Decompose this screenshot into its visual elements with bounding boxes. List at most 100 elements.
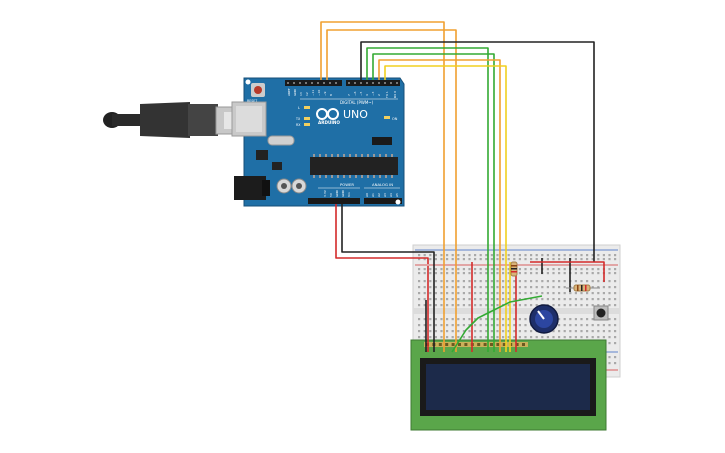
breadboard-hole: [468, 336, 471, 339]
pin-label-10: ~10: [317, 90, 321, 96]
breadboard-hole: [535, 268, 538, 271]
crystal: [267, 135, 295, 146]
breadboard-hole: [530, 336, 533, 339]
breadboard-hole: [518, 324, 521, 327]
breadboard-hole: [490, 336, 493, 339]
breadboard-hole: [434, 254, 437, 257]
breadboard-hole: [507, 292, 510, 295]
breadboard-hole: [457, 258, 460, 261]
breadboard-hole: [580, 336, 583, 339]
breadboard-hole: [580, 272, 583, 275]
breadboard-hole: [434, 318, 437, 321]
breadboard-hole: [474, 272, 477, 275]
breadboard-hole: [434, 280, 437, 283]
breadboard-hole: [614, 336, 617, 339]
breadboard-hole: [569, 336, 572, 339]
breadboard-hole: [418, 318, 421, 321]
breadboard-hole: [535, 336, 538, 339]
breadboard-hole: [474, 304, 477, 307]
breadboard-hole: [530, 254, 533, 257]
lcd-16x2[interactable]: [410, 339, 607, 431]
breadboard-hole: [524, 336, 527, 339]
breadboard-hole: [530, 286, 533, 289]
breadboard-hole: [513, 258, 516, 261]
breadboard-hole: [614, 268, 617, 271]
breadboard-hole: [608, 336, 611, 339]
breadboard-hole: [586, 318, 589, 321]
resistor-horizontal[interactable]: [566, 284, 600, 292]
breadboard-hole: [602, 258, 605, 261]
lcd-pin: [515, 343, 519, 346]
breadboard-hole: [552, 292, 555, 295]
breadboard-hole: [479, 318, 482, 321]
breadboard-hole: [614, 258, 617, 261]
breadboard-hole: [580, 268, 583, 271]
pushbutton-cap[interactable]: [596, 308, 606, 318]
breadboard-hole: [602, 298, 605, 301]
breadboard-hole: [446, 286, 449, 289]
breadboard-hole: [496, 318, 499, 321]
lcd-pin: [451, 343, 455, 346]
reset-button-cap[interactable]: [254, 86, 262, 94]
breadboard-hole: [502, 286, 505, 289]
breadboard-hole: [541, 280, 544, 283]
breadboard-hole: [485, 304, 488, 307]
breadboard-hole: [502, 268, 505, 271]
breadboard-hole: [597, 286, 600, 289]
breadboard-hole: [474, 292, 477, 295]
breadboard-hole: [530, 280, 533, 283]
lcd-pin: [490, 343, 493, 346]
wire-black-power: [341, 204, 435, 262]
breadboard-hole: [580, 318, 583, 321]
breadboard-hole: [507, 336, 510, 339]
breadboard-hole: [479, 280, 482, 283]
breadboard-hole: [524, 280, 527, 283]
breadboard-hole: [524, 292, 527, 295]
breadboard-hole: [597, 254, 600, 257]
breadboard-hole: [440, 318, 443, 321]
breadboard-hole: [479, 298, 482, 301]
breadboard-hole: [423, 286, 426, 289]
breadboard-hole: [418, 254, 421, 257]
breadboard-hole: [468, 324, 471, 327]
pin-label-a3: A3: [383, 193, 387, 197]
breadboard-hole: [558, 258, 561, 261]
breadboard-hole: [496, 330, 499, 333]
breadboard-hole: [614, 286, 617, 289]
usb-jack-inner: [236, 106, 262, 132]
breadboard-hole: [552, 286, 555, 289]
pushbutton[interactable]: [593, 305, 609, 321]
breadboard-hole: [507, 298, 510, 301]
breadboard-hole: [602, 324, 605, 327]
breadboard-hole: [451, 272, 454, 275]
breadboard-hole: [518, 254, 521, 257]
breadboard-hole: [496, 324, 499, 327]
breadboard-hole: [468, 258, 471, 261]
breadboard-hole: [541, 286, 544, 289]
breadboard-hole: [462, 298, 465, 301]
lcd-pin-header: [424, 342, 528, 347]
breadboard-hole: [513, 286, 516, 289]
breadboard-hole: [558, 254, 561, 257]
breadboard-hole: [496, 268, 499, 271]
breadboard-hole: [574, 258, 577, 261]
breadboard-hole: [558, 280, 561, 283]
breadboard-hole: [457, 272, 460, 275]
breadboard-hole: [468, 286, 471, 289]
breadboard-hole: [608, 342, 611, 345]
arduino-uno[interactable]: RESET AREF GND 13 12 ~11 ~10 ~9 8 7 ~6 ~…: [231, 77, 405, 207]
breadboard-hole: [608, 254, 611, 257]
potentiometer[interactable]: [529, 304, 559, 334]
resistor-vertical[interactable]: [510, 261, 518, 277]
breadboard-hole: [485, 268, 488, 271]
breadboard-hole: [468, 272, 471, 275]
breadboard-hole: [457, 254, 460, 257]
breadboard-hole: [558, 330, 561, 333]
breadboard-hole: [451, 304, 454, 307]
breadboard-hole: [446, 318, 449, 321]
breadboard-hole: [574, 254, 577, 257]
breadboard-hole: [479, 292, 482, 295]
breadboard-hole: [614, 292, 617, 295]
breadboard-hole: [485, 272, 488, 275]
breadboard-hole: [502, 330, 505, 333]
